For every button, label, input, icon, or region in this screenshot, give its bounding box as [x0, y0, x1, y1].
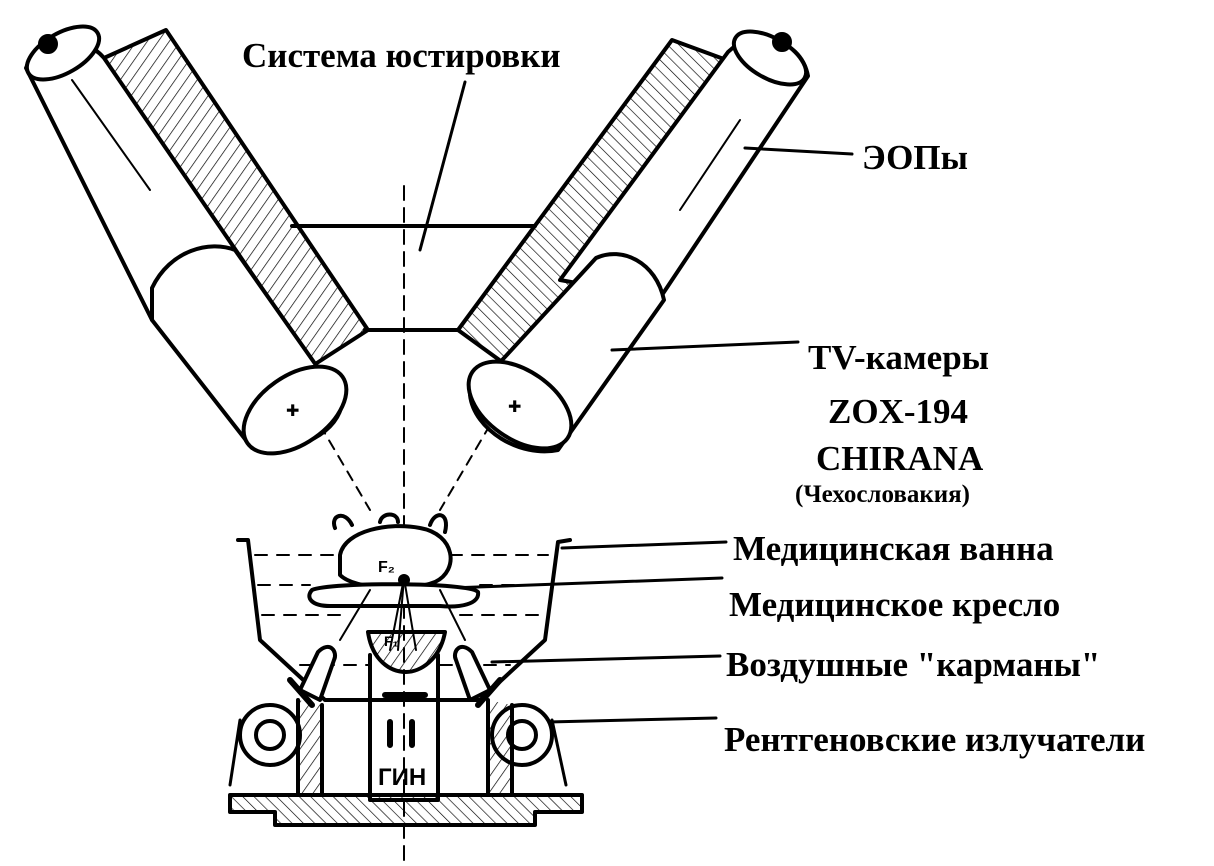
right-top-knob-icon [772, 32, 792, 52]
label-tv-cameras: TV-камеры [808, 338, 989, 377]
focus-lower-label: F₁ [384, 633, 399, 649]
leader-xray [546, 716, 718, 724]
beam-left [319, 424, 371, 511]
svg-text:✚: ✚ [286, 403, 299, 420]
air-pocket-right [453, 645, 503, 708]
svg-text:✚: ✚ [508, 399, 521, 416]
left-camera-lens [241, 364, 349, 456]
alignment-frame [290, 185, 537, 861]
leader-alignment [418, 80, 467, 252]
focus-point-f2 [398, 574, 410, 586]
left-top-knob-icon [38, 34, 58, 54]
leader-chair [448, 576, 724, 590]
beam-right [439, 424, 491, 511]
leader-tv [610, 340, 800, 352]
patient: F₂ [332, 512, 453, 591]
generator-label: ГИН [378, 764, 426, 791]
label-alignment-system: Система юстировки [242, 36, 561, 75]
left-camera-assembly: ✚ [24, 24, 370, 456]
right-camera-assembly: ✚ [456, 29, 810, 454]
label-model: ZOX-194 [828, 392, 968, 431]
leader-eop [743, 146, 854, 156]
air-pocket-left [287, 645, 337, 708]
xray-emitter-left [228, 703, 302, 787]
label-air-pockets: Воздушные "карманы" [726, 645, 1101, 684]
leader-pockets [490, 654, 722, 664]
label-medical-chair: Медицинское кресло [729, 585, 1061, 624]
label-xray-emitters: Рентгеновские излучатели [724, 720, 1146, 759]
shockwave-generator: ГИН [368, 653, 440, 802]
label-medical-bath: Медицинская ванна [733, 529, 1054, 568]
right-camera-lens [466, 359, 574, 451]
label-image-intensifiers: ЭОПы [862, 138, 968, 177]
label-country: (Чехословакия) [795, 481, 970, 508]
leader-bath [560, 540, 728, 550]
base-plate [228, 793, 584, 827]
medical-chair [307, 582, 481, 641]
leader-lines [418, 80, 854, 724]
label-manufacturer: CHIRANA [816, 439, 984, 478]
shockwave-reflector: F₁ [366, 574, 447, 674]
focus-upper-label: F₂ [378, 559, 395, 576]
